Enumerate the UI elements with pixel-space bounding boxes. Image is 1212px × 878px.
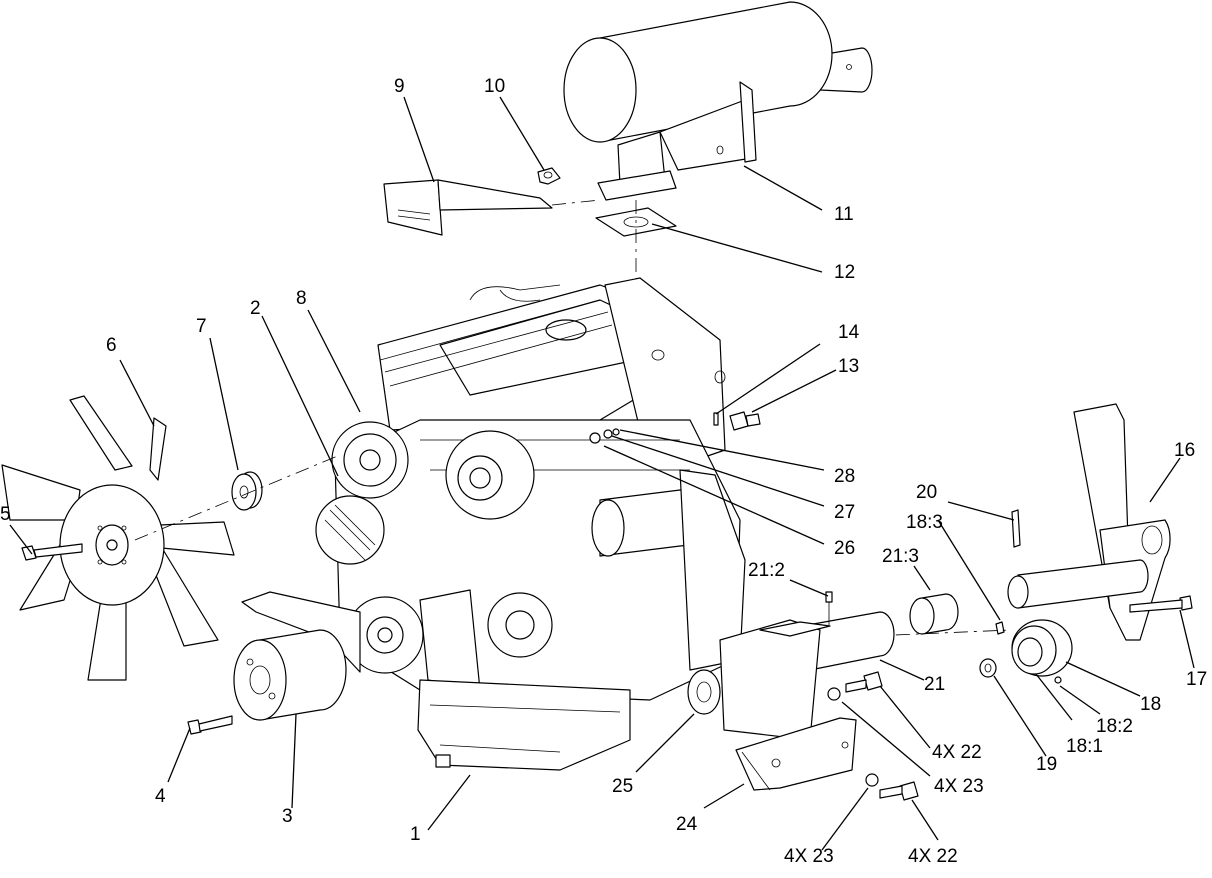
callout-13: 13 [838,356,859,377]
grease-fitting [825,591,833,625]
bushing [909,593,959,635]
muffler-bracket [383,179,553,236]
leader-lines [9,96,1195,851]
callout-21: 21 [924,674,945,695]
oil-pressure-switch [713,411,761,431]
bolt-lower [879,781,919,801]
callout-11: 11 [834,204,854,225]
callout-28: 28 [834,466,855,487]
callout-26: 26 [834,538,855,559]
callout-21-3: 21:3 [882,546,919,567]
bearing-housing [995,619,1073,684]
callout-18-1: 18:1 [1066,736,1103,757]
callout-1: 1 [410,824,421,845]
hex-nut [537,167,561,185]
callout-4x23-upper: 4X 23 [934,776,984,797]
callout-17: 17 [1186,669,1207,690]
callout-14: 14 [838,322,860,343]
callout-labels: 1 2 3 4 5 6 7 8 9 10 11 12 13 14 16 17 1… [0,76,1207,867]
callout-20: 20 [916,482,937,503]
roll-pin [1011,509,1021,548]
callout-6: 6 [106,335,117,356]
callout-18: 18 [1140,694,1161,715]
callout-3: 3 [282,806,293,827]
callout-4x23-lower: 4X 23 [784,846,834,867]
callout-4x22-upper: 4X 22 [932,742,982,763]
washer-lower [865,773,879,787]
callout-16: 16 [1174,440,1195,461]
callout-9: 9 [394,76,405,97]
callout-21-2: 21:2 [748,560,785,581]
callout-4x22-lower: 4X 22 [908,846,958,867]
thrust-washer [687,669,721,715]
centerline-bracket [551,199,601,206]
pulley-adapter [233,629,347,721]
cooling-fan [1,395,235,681]
adapter-bolt [187,715,233,735]
engine-assembly [241,277,746,771]
fitting-hardware [589,428,620,444]
callout-12: 12 [834,262,855,283]
callout-19: 19 [1036,754,1057,775]
callout-25: 25 [612,776,633,797]
callout-2: 2 [250,298,261,319]
pivot-weldment [719,619,831,741]
washer-upper [827,687,841,701]
bracket-bolt [1129,595,1193,613]
callout-7: 7 [196,316,207,337]
callout-8: 8 [296,288,307,309]
callout-24: 24 [676,814,698,835]
callout-4: 4 [155,786,166,807]
callout-18-2: 18:2 [1096,716,1133,737]
locknut [979,658,997,678]
callout-10: 10 [484,76,505,97]
mount-bracket [1007,403,1171,641]
callout-5: 5 [0,504,11,525]
callout-18-3: 18:3 [906,512,943,533]
lower-mount-bracket [735,717,857,791]
centerline-fan [134,454,341,541]
bolt-upper [845,671,883,693]
muffler [563,1,873,201]
fan-bolt [21,543,83,561]
fan-spacer [231,471,263,511]
callout-27: 27 [834,502,855,523]
